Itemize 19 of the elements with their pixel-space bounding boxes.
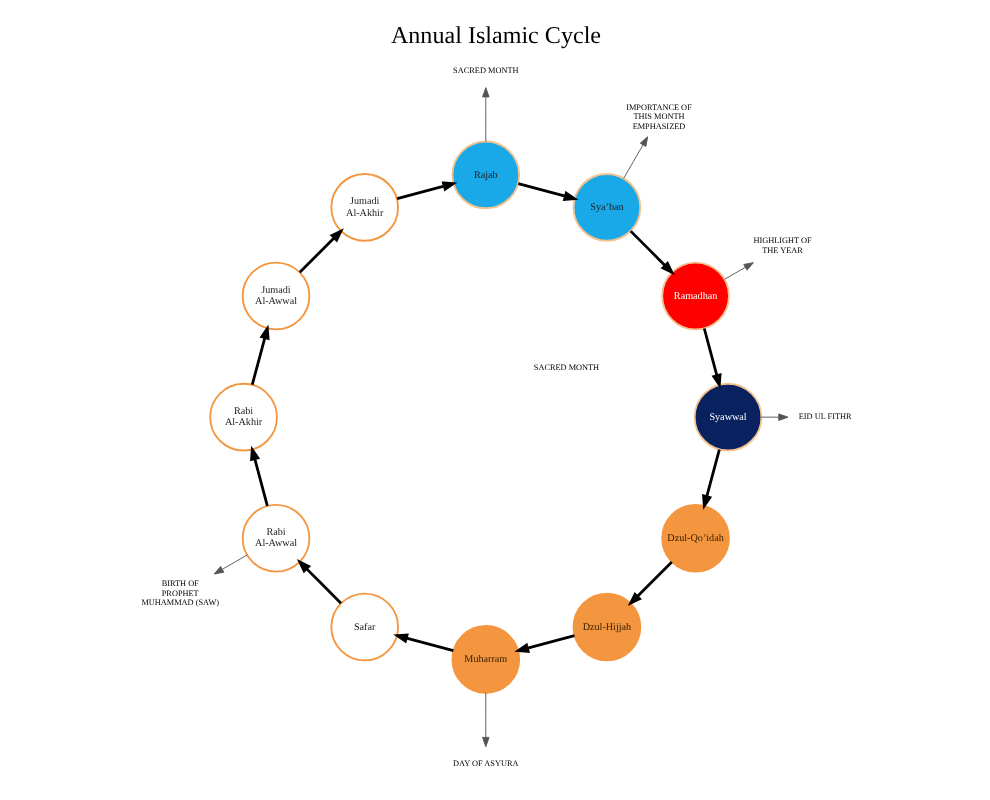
arrow [297, 228, 343, 274]
arrow [701, 449, 720, 510]
arrow [622, 136, 648, 179]
arrow [392, 633, 453, 653]
arrow [626, 561, 672, 607]
arrow [249, 324, 269, 386]
arrow [701, 328, 721, 389]
arrow [628, 230, 674, 276]
arrow [249, 445, 268, 507]
arrow [212, 554, 247, 575]
arrow [481, 692, 489, 748]
arrow [513, 634, 574, 653]
arrow [395, 181, 457, 201]
arrow [516, 182, 578, 201]
diagram-title: Annual Islamic Cycle [389, 20, 601, 49]
arrow [295, 559, 341, 605]
arrow [481, 87, 489, 142]
arrow [760, 413, 788, 421]
arrow [723, 262, 753, 280]
